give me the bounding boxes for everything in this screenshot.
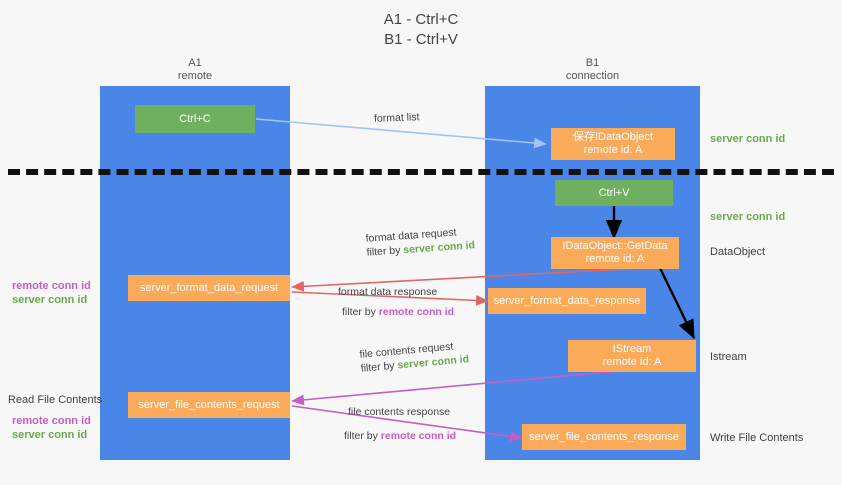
box-istream-line1: IStream [612, 343, 652, 355]
fdreq-conn: server conn id [402, 239, 476, 257]
left-label-remote-conn-id-1: remote conn id [12, 280, 91, 292]
diagram-title: A1 - Ctrl+C B1 - Ctrl+V [0, 10, 842, 50]
column-a1-role: remote [177, 70, 213, 82]
box-idataobject[interactable]: 保存IDataObject remote id: A [551, 128, 675, 160]
box-ctrl-c-label: Ctrl+C [179, 112, 211, 125]
box-ctrl-c[interactable]: Ctrl+C [135, 105, 255, 133]
left-label-read-file-contents: Read File Contents [8, 394, 103, 406]
box-server-format-data-request-label: server_format_data_request [139, 281, 279, 294]
column-a1-name: A1 [188, 57, 202, 69]
column-b1-role: connection [565, 70, 620, 82]
title-line-2: B1 - Ctrl+V [384, 31, 458, 48]
box-getdata[interactable]: IDataObject::GetData remote id: A [551, 237, 679, 269]
label-file-contents-response: file contents response filter by remote … [344, 405, 456, 443]
right-label-server-conn-id-mid: server conn id [710, 211, 786, 223]
fcres-conn: remote conn id [380, 430, 457, 442]
box-getdata-line1: IDataObject::GetData [562, 240, 668, 252]
label-file-contents-request: file contents request filter by server c… [359, 338, 470, 375]
right-label-server-conn-id-top: server conn id [710, 133, 786, 145]
box-server-format-data-request[interactable]: server_format_data_request [128, 275, 290, 301]
box-server-file-contents-response-label: server_file_contents_response [529, 430, 679, 443]
title-line-1: A1 - Ctrl+C [383, 11, 459, 28]
right-label-dataobject: DataObject [710, 246, 766, 258]
label-file-contents-response-line2: filter by remote conn id [344, 429, 456, 443]
box-server-file-contents-request-label: server_file_contents_request [138, 398, 280, 411]
label-file-contents-response-line1: file contents response [348, 406, 451, 418]
box-server-file-contents-response[interactable]: server_file_contents_response [522, 424, 686, 450]
box-ctrl-v[interactable]: Ctrl+V [555, 180, 673, 206]
right-label-write-file-contents: Write File Contents [710, 432, 804, 444]
box-server-format-data-response[interactable]: server_format_data_response [488, 288, 646, 314]
label-format-data-response: format data response filter by remote co… [338, 285, 454, 319]
left-label-server-conn-id-2: server conn id [12, 429, 88, 441]
box-istream-line2: remote id: A [602, 356, 662, 368]
right-label-istream: Istream [710, 351, 747, 363]
box-getdata-line2: remote id: A [585, 253, 645, 265]
column-header-a1: A1 remote [120, 57, 270, 83]
box-idataobject-line1: 保存IDataObject [572, 131, 654, 143]
fcreq-prefix: filter by [360, 359, 398, 375]
label-format-list: format list [374, 110, 420, 126]
phase-divider [8, 169, 834, 175]
fcres-prefix: filter by [344, 430, 381, 442]
box-server-format-data-response-label: server_format_data_response [493, 294, 641, 307]
box-server-file-contents-request[interactable]: server_file_contents_request [128, 392, 290, 418]
box-idataobject-line2: remote id: A [583, 144, 643, 156]
label-format-data-response-line2: filter by remote conn id [342, 305, 454, 319]
fdres-prefix: filter by [342, 306, 379, 318]
label-format-data-request: format data request filter by server con… [365, 224, 475, 260]
box-istream[interactable]: IStream remote id: A [568, 340, 696, 372]
label-format-data-response-line1: format data response [338, 286, 438, 298]
label-format-list-text: format list [373, 111, 420, 125]
column-b1-name: B1 [585, 57, 600, 69]
left-label-server-conn-id-1: server conn id [12, 294, 88, 306]
fdreq-prefix: filter by [366, 244, 404, 259]
left-label-remote-conn-id-2: remote conn id [12, 415, 91, 427]
fdres-conn: remote conn id [378, 306, 455, 318]
box-ctrl-v-label: Ctrl+V [598, 186, 630, 199]
column-header-b1: B1 connection [520, 57, 665, 83]
